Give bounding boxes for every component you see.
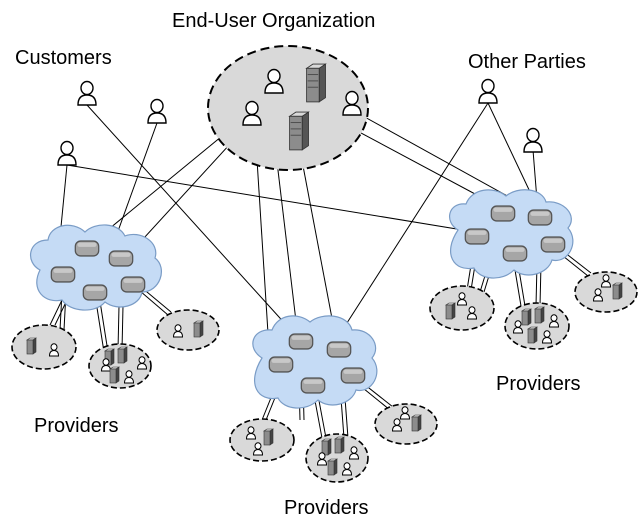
providers-center-label: Providers (284, 497, 368, 519)
person-icon (57, 140, 77, 166)
provider-cloud-left (30, 224, 162, 311)
router-icon (340, 367, 366, 384)
other-parties-group (478, 78, 543, 153)
router-icon (288, 333, 314, 350)
router-icon (490, 205, 516, 222)
other-parties-label: Other Parties (468, 51, 586, 73)
router-icon (326, 341, 352, 358)
person-icon (478, 78, 498, 104)
end-user-organization-label: End-User Organization (172, 10, 375, 32)
end-user-organization (207, 45, 369, 171)
router-icon (74, 240, 100, 257)
provider-cluster (574, 271, 638, 313)
provider-cloud-right (449, 189, 574, 279)
router-icon (108, 250, 134, 267)
provider-cluster (374, 403, 438, 445)
router-icon (300, 377, 326, 394)
customers-group (57, 80, 167, 166)
router-icon (268, 356, 294, 373)
router-icon (502, 245, 528, 262)
router-icon (527, 209, 553, 226)
customers-label: Customers (15, 47, 112, 69)
provider-cloud-center (252, 315, 378, 409)
router-icon (540, 236, 566, 253)
provider-cluster (11, 324, 77, 370)
providers-right-label: Providers (496, 373, 580, 395)
provider-cluster (229, 418, 295, 462)
router-icon (82, 284, 108, 301)
server-icon (306, 63, 326, 103)
provider-cluster (429, 285, 495, 331)
person-icon (147, 98, 167, 124)
provider-cluster (504, 302, 570, 350)
router-icon (50, 266, 76, 283)
provider-cluster (305, 433, 369, 483)
person-icon (523, 127, 543, 153)
server-icon (289, 111, 309, 151)
provider-cluster (156, 309, 220, 351)
provider-cluster (88, 343, 152, 389)
person-icon (77, 80, 97, 106)
providers-left-label: Providers (34, 415, 118, 437)
router-icon (464, 228, 490, 245)
router-icon (120, 276, 146, 293)
